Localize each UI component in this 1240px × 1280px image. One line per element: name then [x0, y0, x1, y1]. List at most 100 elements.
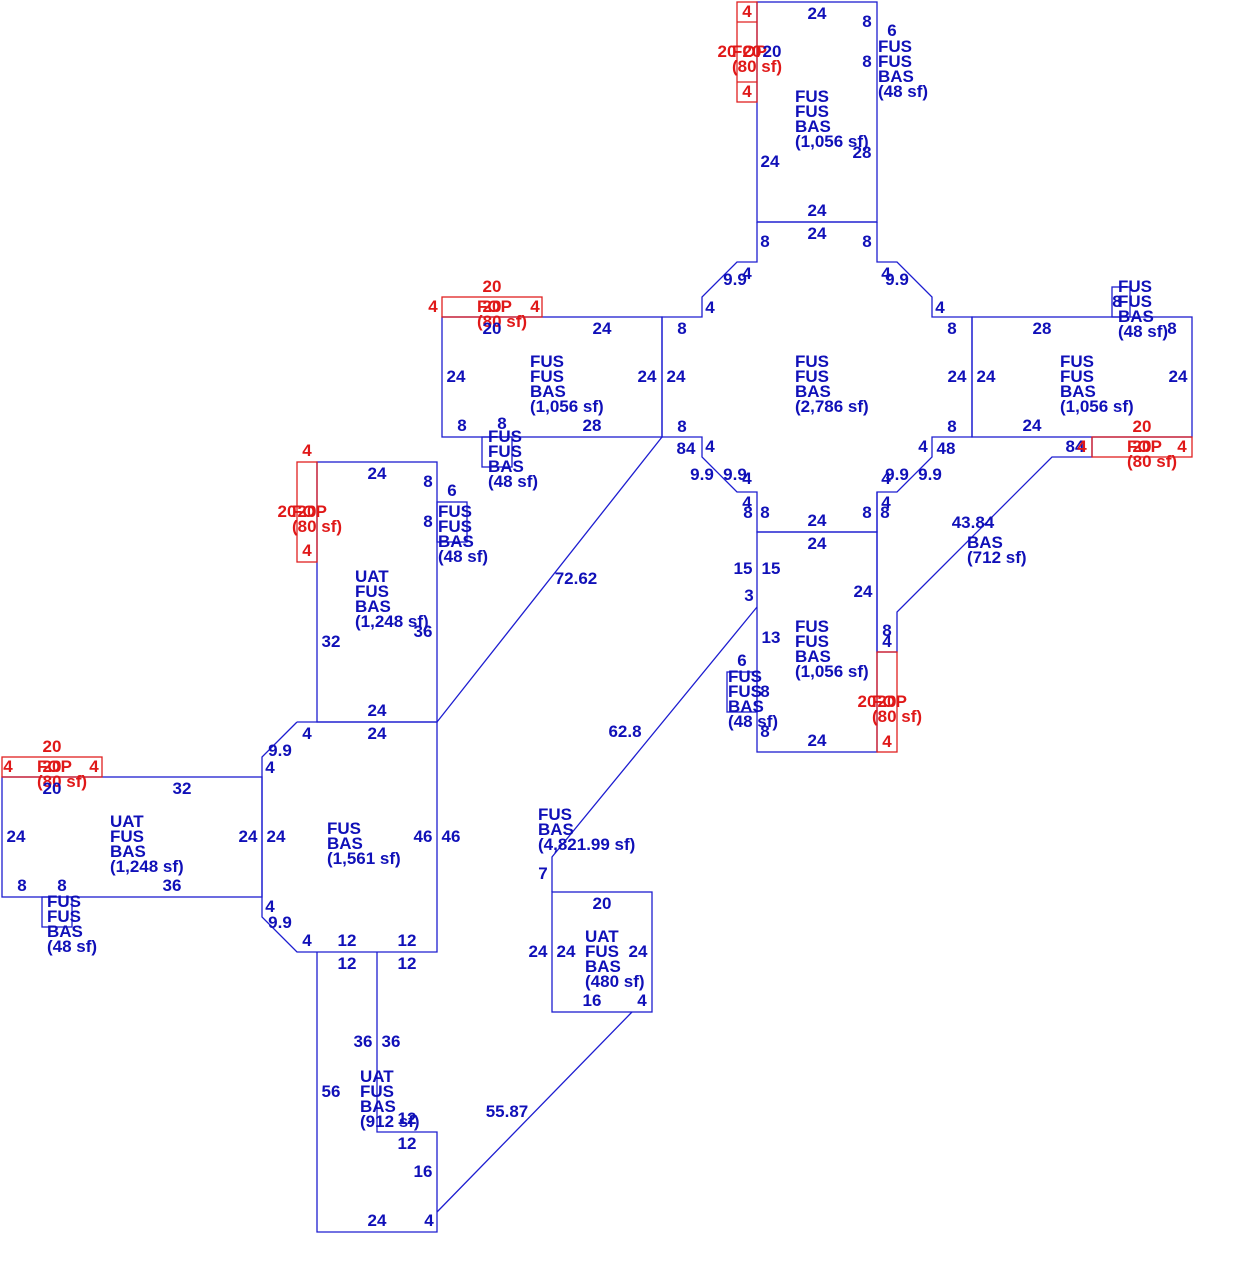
dimension-label-d24: 4	[705, 437, 715, 456]
area-label-line: (48 sf)	[47, 937, 97, 956]
area-label-line: FUS	[488, 427, 522, 446]
dimension-label-r20: 20	[43, 737, 62, 756]
area-label-line: FUS	[878, 52, 912, 71]
area-label-line: UAT	[360, 1067, 394, 1086]
dimension-label-d92: 24	[7, 827, 26, 846]
dimension-label-d111: 55.87	[486, 1102, 529, 1121]
area-label-line: (80 sf)	[477, 312, 527, 331]
dimension-label-d64: 24	[808, 731, 827, 750]
dimension-label-d47: 84	[677, 439, 696, 458]
area-label-line: (1,056 sf)	[1060, 397, 1134, 416]
dimension-label-d49: 8	[1167, 319, 1176, 338]
area-label-line: (80 sf)	[1127, 452, 1177, 471]
dimension-label-d18: 8	[677, 319, 686, 338]
dimension-label-d109: 12	[398, 1134, 417, 1153]
dimension-label-d59: 24	[854, 582, 873, 601]
dimension-label-d19: 8	[947, 319, 956, 338]
dimension-label-r10: 20	[278, 502, 297, 521]
dimension-label-d42: 24	[447, 367, 466, 386]
dimension-label-r3: 20	[743, 42, 762, 61]
dimension-label-r17: 20	[858, 692, 877, 711]
dimension-label-d8: 24	[808, 201, 827, 220]
dimension-label-d58: 3	[744, 586, 753, 605]
dimension-label-r16: 4	[1077, 437, 1087, 456]
dimension-label-d16: 4	[705, 298, 715, 317]
area-label-line: FUS	[110, 827, 144, 846]
area-label-line: FUS	[47, 892, 81, 911]
dimension-label-d75: 72.62	[555, 569, 598, 588]
dimension-label-d30: 9.9	[918, 465, 942, 484]
dimension-label-d7: 28	[853, 143, 872, 162]
area-label-line: (48 sf)	[488, 472, 538, 491]
area-label-p6: FOP(80 sf)	[37, 757, 87, 791]
dimension-label-d33: 8	[743, 503, 752, 522]
area-label-line: FUS	[585, 942, 619, 961]
dimension-label-d2: 8	[862, 12, 871, 31]
area-label-line: (480 sf)	[585, 972, 645, 991]
dimension-label-d32: 4	[881, 469, 891, 488]
uat-480-outline	[551, 891, 653, 1013]
area-label-line: BAS	[488, 457, 524, 476]
area-label-line: (80 sf)	[872, 707, 922, 726]
area-label-line: FOP	[292, 502, 327, 521]
dimension-label-d72: 32	[322, 632, 341, 651]
area-label-p2: FOP(80 sf)	[477, 297, 527, 331]
dimension-label-r22: 4	[3, 757, 13, 776]
dimension-label-d91: 32	[173, 779, 192, 798]
area-label-line: FUS	[488, 442, 522, 461]
dimension-label-d90: 20	[43, 779, 62, 798]
bump-bottom-left	[726, 671, 758, 713]
area-label-line: FOP	[872, 692, 907, 711]
dimension-label-d50: 24	[977, 367, 996, 386]
dimension-label-d43: 24	[638, 367, 657, 386]
lower-hub-outline	[261, 721, 438, 953]
dimension-label-d1: 24	[808, 4, 827, 23]
dimension-label-r19: 4	[882, 732, 892, 751]
area-label-line: FUS	[327, 819, 361, 838]
area-label-line: FUS	[795, 367, 829, 386]
dimension-label-d60: 13	[762, 628, 781, 647]
dimension-label-d107: 56	[322, 1082, 341, 1101]
dimension-label-d63: 8	[760, 722, 769, 741]
dimension-label-d27: 9.9	[690, 465, 714, 484]
area-label-line: BAS	[967, 533, 1003, 552]
dimension-label-d95: 8	[57, 876, 66, 895]
dimension-label-d66: 4	[882, 632, 892, 651]
dimension-label-d98: 7	[538, 864, 547, 883]
porch-top-outline	[736, 1, 758, 103]
dimension-label-d94: 8	[17, 876, 26, 895]
dimension-label-r11: 20	[298, 502, 317, 521]
porches	[1, 1, 1193, 778]
area-label-p1: FOP(80 sf)	[732, 42, 782, 76]
dimension-label-d45: 8	[497, 414, 506, 433]
dimension-label-d83: 4	[265, 897, 275, 916]
area-label-line: (80 sf)	[732, 57, 782, 76]
porch-right-outline	[1091, 436, 1193, 458]
dimension-label-d106: 36	[382, 1032, 401, 1051]
dimension-label-d55: 24	[808, 534, 827, 553]
dimension-label-d79: 4	[265, 758, 275, 777]
dimension-label-d104: 4	[637, 991, 647, 1010]
dimension-label-d87: 12	[398, 931, 417, 950]
dimension-label-d6: 24	[761, 152, 780, 171]
dimension-label-d62: 8	[760, 682, 769, 701]
area-label-a12: BAS(712 sf)	[967, 533, 1027, 567]
area-label-line: BAS	[728, 697, 764, 716]
area-label-line: FOP	[1127, 437, 1162, 456]
dimension-label-d100: 24	[529, 942, 548, 961]
area-label-line: BAS	[795, 117, 831, 136]
area-label-line: BAS	[438, 532, 474, 551]
dimension-label-d99: 20	[593, 894, 612, 913]
area-label-line: (48 sf)	[728, 712, 778, 731]
dimension-label-d69: 8	[423, 472, 432, 491]
dimension-label-d89: 12	[398, 954, 417, 973]
dimension-label-d110: 16	[414, 1162, 433, 1181]
area-label-line: (80 sf)	[292, 517, 342, 536]
